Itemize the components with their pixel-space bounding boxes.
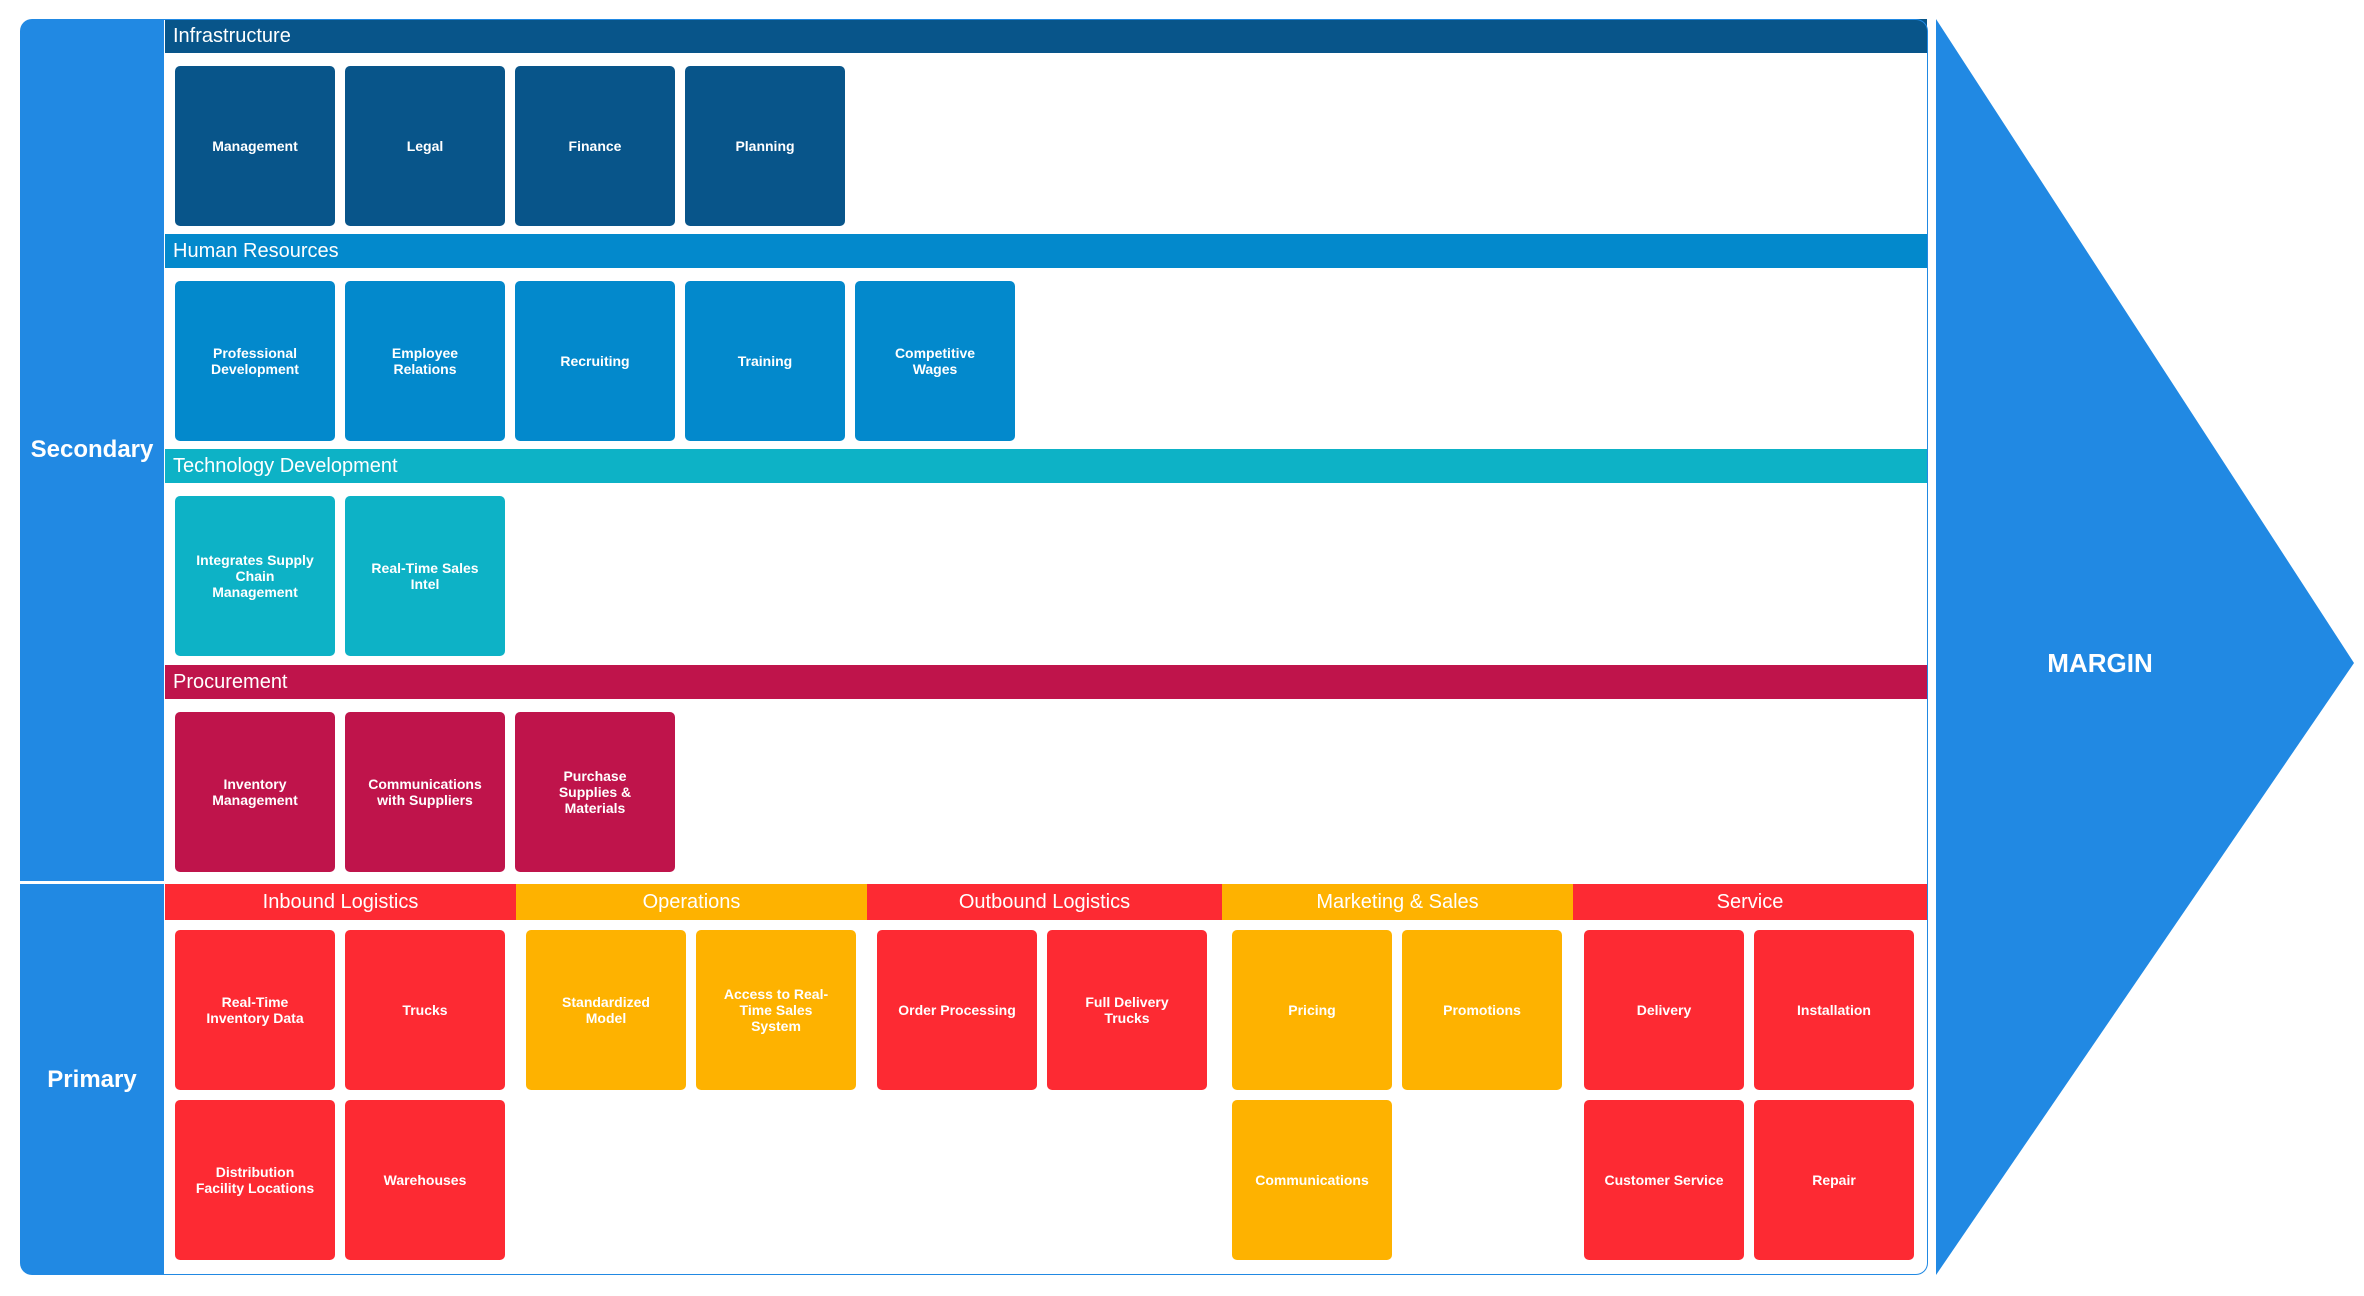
activity-card-purchase-supplies-materials: Purchase Supplies & Materials [515,712,675,872]
column-header-marketing-sales: Marketing & Sales [1222,884,1573,920]
secondary-label: Secondary [20,19,164,881]
primary-label: Primary [20,884,164,1275]
column-header-operations: Operations [516,884,867,920]
section-header-technology-development: Technology Development [165,449,1927,483]
activity-card-communications: Communications [1232,1100,1392,1260]
activity-card-standardized-model: Standardized Model [526,930,686,1090]
activity-card-professional-development: Professional Development [175,281,335,441]
activity-card-full-delivery-trucks: Full Delivery Trucks [1047,930,1207,1090]
margin-label: MARGIN [2047,648,2153,678]
section-header-procurement: Procurement [165,665,1927,699]
activity-card-customer-service: Customer Service [1584,1100,1744,1260]
activity-card-repair: Repair [1754,1100,1914,1260]
activity-card-training: Training [685,281,845,441]
activity-card-competitive-wages: Competitive Wages [855,281,1015,441]
activity-card-delivery: Delivery [1584,930,1744,1090]
section-header-infrastructure: Infrastructure [165,19,1927,53]
margin-arrow [1936,19,2354,1275]
activity-card-legal: Legal [345,66,505,226]
activity-card-access-to-real-time-sales-system: Access to Real-Time Sales System [696,930,856,1090]
activity-card-real-time-inventory-data: Real-Time Inventory Data [175,930,335,1090]
activity-card-trucks: Trucks [345,930,505,1090]
activity-card-employee-relations: Employee Relations [345,281,505,441]
activity-card-order-processing: Order Processing [877,930,1037,1090]
activity-card-promotions: Promotions [1402,930,1562,1090]
activity-card-communications-with-suppliers: Communications with Suppliers [345,712,505,872]
activity-card-finance: Finance [515,66,675,226]
activity-card-installation: Installation [1754,930,1914,1090]
activity-card-distribution-facility-locations: Distribution Facility Locations [175,1100,335,1260]
activity-card-pricing: Pricing [1232,930,1392,1090]
column-header-service: Service [1573,884,1927,920]
activity-card-recruiting: Recruiting [515,281,675,441]
section-header-human-resources: Human Resources [165,234,1927,268]
column-header-outbound-logistics: Outbound Logistics [867,884,1222,920]
activity-card-planning: Planning [685,66,845,226]
activity-card-integrates-supply-chain-management: Integrates Supply Chain Management [175,496,335,656]
activity-card-inventory-management: Inventory Management [175,712,335,872]
activity-card-warehouses: Warehouses [345,1100,505,1260]
activity-card-management: Management [175,66,335,226]
column-header-inbound-logistics: Inbound Logistics [165,884,516,920]
activity-card-real-time-sales-intel: Real-Time Sales Intel [345,496,505,656]
